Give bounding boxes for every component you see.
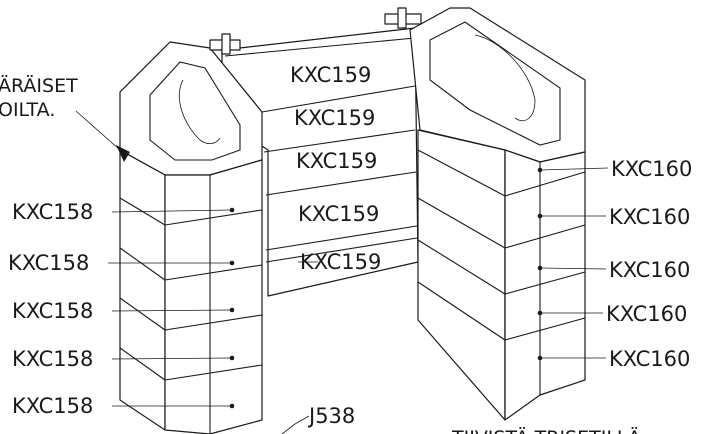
label-left-3: KXC158 (12, 299, 93, 323)
left-stack (116, 41, 263, 434)
bracket-left (209, 33, 241, 55)
middle-wall (221, 27, 419, 297)
right-labels: KXC160 KXC160 KXC160 KXC160 KXC160 (606, 157, 692, 371)
label-right-1: KXC160 (611, 157, 692, 181)
note-line-2: OILTA. (0, 99, 55, 121)
note-line-1: ÄRÄISET (0, 74, 78, 97)
label-left-4: KXC158 (12, 347, 93, 371)
label-middle-5: KXC159 (300, 250, 381, 274)
note-bottom-right: TIIVISTÄ TRISETILLÄ (451, 426, 641, 434)
right-stack (409, 7, 586, 421)
middle-labels: KXC159 KXC159 KXC159 KXC159 KXC159 (290, 63, 381, 274)
label-middle-2: KXC159 (294, 106, 375, 130)
label-middle-1: KXC159 (290, 63, 371, 87)
label-right-4: KXC160 (606, 302, 687, 326)
label-bottom-part: J538 (307, 404, 355, 428)
left-labels: KXC158 KXC158 KXC158 KXC158 KXC158 (8, 200, 93, 418)
label-left-2: KXC158 (8, 251, 89, 275)
label-right-3: KXC160 (609, 258, 690, 282)
label-left-1: KXC158 (12, 200, 93, 224)
label-right-2: KXC160 (609, 205, 690, 229)
label-left-5: KXC158 (12, 394, 93, 418)
note-top-left: ÄRÄISET OILTA. (0, 74, 78, 121)
label-middle-3: KXC159 (296, 149, 377, 173)
label-right-5: KXC160 (609, 347, 690, 371)
leaders (75, 110, 609, 434)
label-middle-4: KXC159 (298, 202, 379, 226)
bracket-right (384, 7, 422, 29)
